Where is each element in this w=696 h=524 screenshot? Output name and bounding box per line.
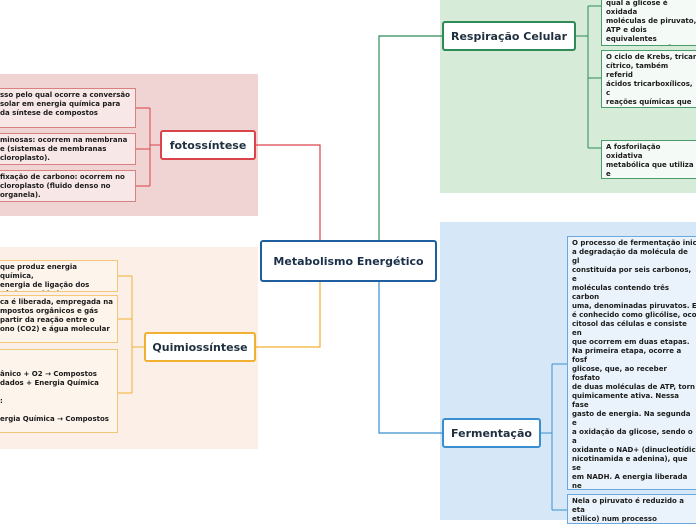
note-fotossintese-definicao[interactable]: sso pelo qual ocorre a conversão solar e…	[0, 88, 136, 128]
topic-quimiossintese[interactable]: Quimiossíntese	[144, 332, 256, 362]
topic-respiracao-celular[interactable]: Respiração Celular	[442, 21, 576, 51]
note-respiracao-glicolise[interactable]: qual a glicose é oxidada moléculas de pi…	[601, 0, 696, 46]
topic-fotossintese[interactable]: fotossíntese	[160, 130, 256, 160]
note-fermentacao-processo[interactable]: O processo de fermentação inic a degrada…	[567, 236, 696, 490]
note-quimiossintese-definicao[interactable]: que produz energia química, energia de l…	[0, 260, 118, 292]
topic-fermentacao[interactable]: Fermentação	[442, 418, 541, 448]
note-fotossintese-fixacao[interactable]: fixação de carbono: ocorrem no cloroplas…	[0, 170, 136, 202]
note-quimiossintese-reacoes[interactable]: ânico + O2 → Compostos dados + Energia Q…	[0, 349, 118, 433]
note-respiracao-fosforilacao[interactable]: A fosforilação oxidativa metabólica que …	[601, 140, 696, 179]
note-fotossintese-luminosas[interactable]: minosas: ocorrem na membrana e (sistemas…	[0, 133, 136, 165]
central-topic[interactable]: Metabolismo Energético	[260, 240, 437, 282]
note-fermentacao-etilica[interactable]: Nela o piruvato é reduzido a eta etílico…	[567, 494, 696, 524]
note-quimiossintese-energia[interactable]: ca é liberada, empregada na mpostos orgâ…	[0, 295, 118, 343]
note-respiracao-krebs[interactable]: O ciclo de Krebs, tricar cítrico, também…	[601, 50, 696, 108]
